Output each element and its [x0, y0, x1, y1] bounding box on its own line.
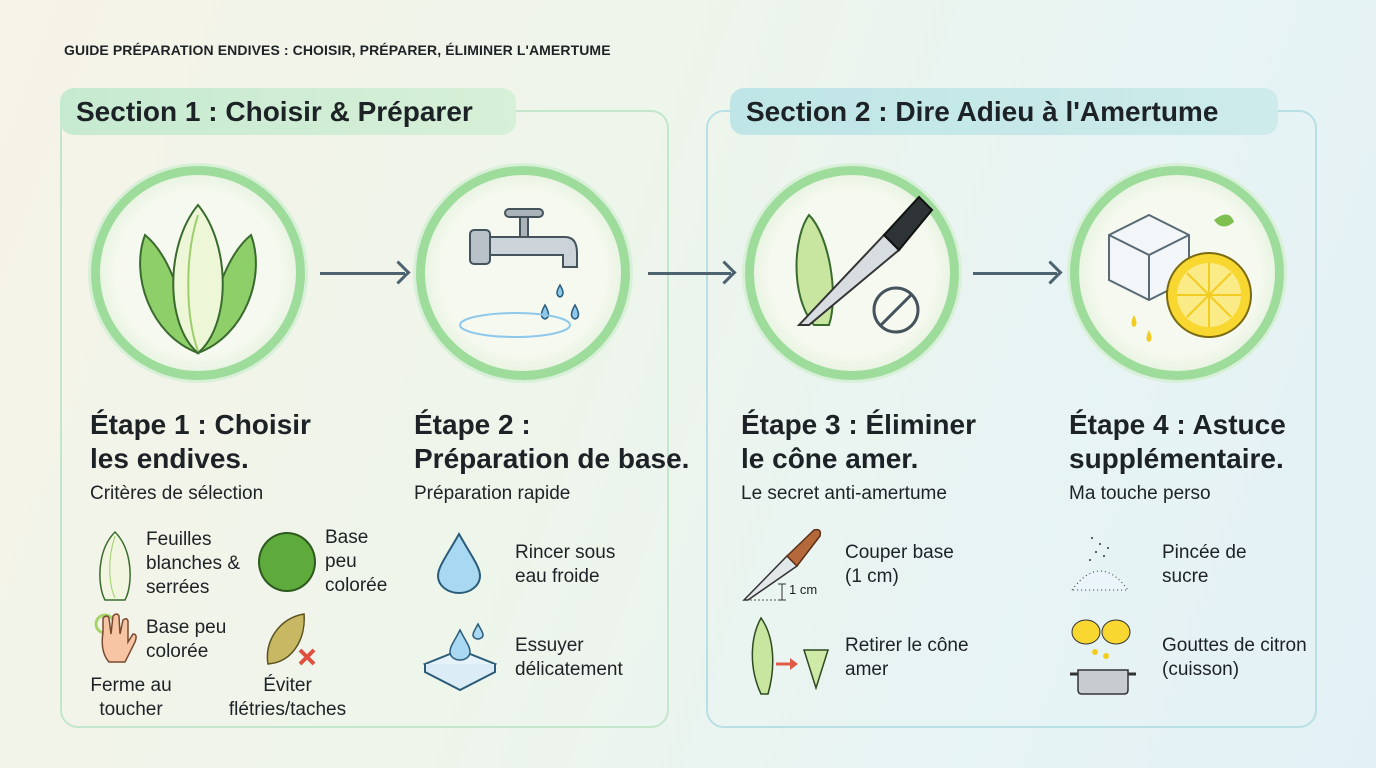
step-1-illustration — [91, 166, 305, 380]
sugar-icon — [1071, 537, 1129, 591]
step-4-title-line1: Étape 4 : Astuce — [1069, 409, 1286, 440]
towel-icon — [422, 622, 498, 692]
section-1-header: Section 1 : Choisir & Préparer — [60, 88, 516, 135]
item-feuilles: Feuilles blanches & serrées — [146, 529, 241, 598]
step-2-subtitle: Préparation rapide — [414, 483, 571, 504]
sugar-lemon-icon — [1108, 213, 1252, 342]
step-4-illustration — [1070, 166, 1284, 380]
faucet-icon — [459, 208, 580, 338]
step-4-title-line2: supplémentaire. — [1069, 443, 1284, 474]
wilted-leaf-icon — [266, 613, 316, 666]
endive-small-icon — [99, 530, 131, 601]
item-eviter: Éviter flétries/taches — [228, 675, 347, 720]
step-3-illustration — [745, 166, 959, 380]
step-3-title-line2: le cône amer. — [741, 443, 919, 474]
step-1-heading: Étape 1 : Choisir les endives. — [90, 408, 311, 476]
arrow-step-3-to-4 — [973, 272, 1057, 275]
cone-icon — [751, 616, 830, 695]
step-3-subtitle: Le secret anti-amertume — [741, 483, 947, 504]
knife-icon — [742, 528, 822, 601]
step-1-title-line2: les endives. — [90, 443, 249, 474]
step-1-title-line1: Étape 1 : Choisir — [90, 409, 311, 440]
step-3-heading: Étape 3 : Éliminer le cône amer. — [741, 408, 976, 476]
lemon-pot-icon — [1070, 619, 1136, 695]
measure-label: 1 cm — [789, 582, 818, 597]
arrow-step-1-to-2 — [320, 272, 405, 275]
step-2-illustration — [416, 166, 630, 380]
green-circle-icon — [258, 532, 316, 592]
item-base-peu-coloree: Base peu colorée — [146, 617, 227, 662]
arrow-step-2-to-3 — [648, 272, 731, 275]
knife-endive-icon — [795, 195, 934, 334]
water-drop-icon — [436, 531, 482, 594]
step-4-heading: Étape 4 : Astuce supplémentaire. — [1069, 408, 1286, 476]
item-citron: Gouttes de citron (cuisson) — [1162, 635, 1307, 680]
item-sucre: Pincée de sucre — [1162, 542, 1247, 587]
section-2-header: Section 2 : Dire Adieu à l'Amertume — [730, 88, 1278, 135]
endive-icon — [139, 203, 257, 355]
step-4-subtitle: Ma touche perso — [1069, 483, 1211, 504]
step-2-heading: Étape 2 : Préparation de base. — [414, 408, 689, 476]
hand-touch-icon — [94, 613, 137, 663]
item-ferme: Ferme au toucher — [90, 675, 172, 720]
item-retirer: Retirer le cône amer — [845, 635, 969, 680]
page-title: GUIDE PRÉPARATION ENDIVES : CHOISIR, PRÉ… — [64, 42, 611, 58]
step-2-title-line1: Étape 2 : — [414, 409, 531, 440]
item-base-couleur: Base peu colorée — [325, 527, 388, 596]
step-2-title-line2: Préparation de base. — [414, 443, 690, 474]
step-3-title-line1: Étape 3 : Éliminer — [741, 409, 976, 440]
item-rincer: Rincer sous eau froide — [515, 542, 616, 587]
step-1-subtitle: Critères de sélection — [90, 483, 264, 504]
item-couper: Couper base (1 cm) — [845, 542, 954, 587]
item-essuyer: Essuyer délicatement — [515, 635, 623, 680]
